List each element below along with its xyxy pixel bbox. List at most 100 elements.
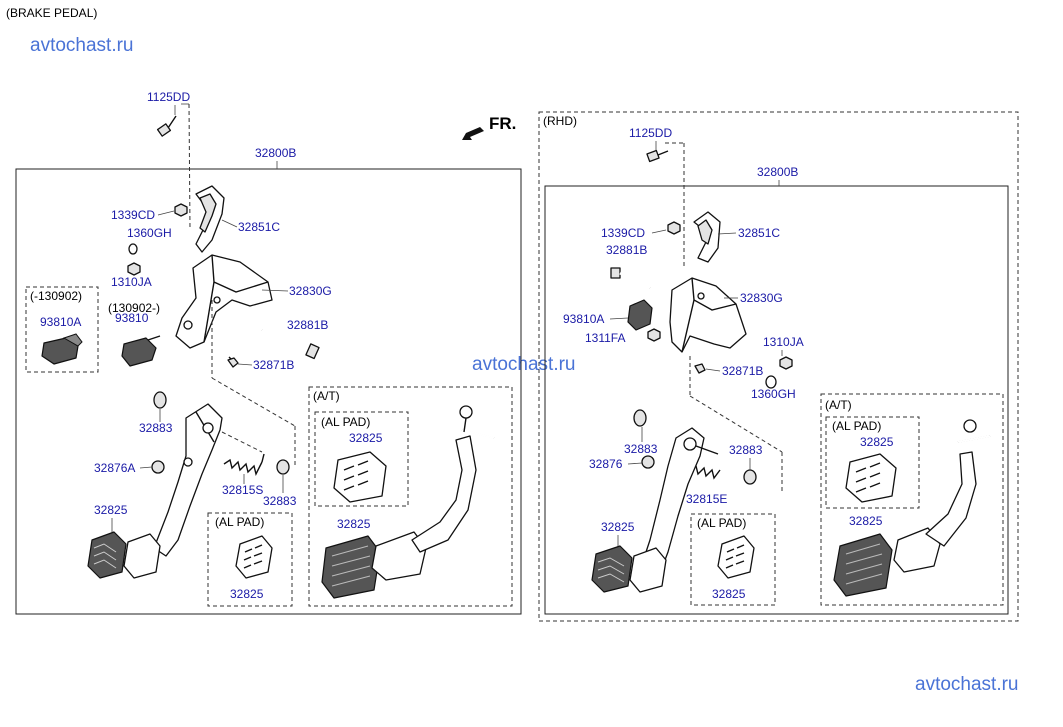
left-pedal-member-icon [175,254,273,349]
left-brake-pad-rubber-icon [87,531,127,579]
right-at-brake-pad-icon [833,533,893,597]
right-label-bolt-top: 1125DD [629,126,672,140]
left-stopper-1-icon [153,391,167,409]
front-direction-label: FR. [489,114,516,133]
left-label-stopper-1: 32883 [139,421,173,435]
left-label-pad-2: 32825 [230,587,264,601]
right-label-switch: 93810A [563,312,604,326]
left-at-label-pad-1: 32825 [349,431,383,445]
right-label-stopper-3: 32876 [589,457,623,471]
left-label-pivot-bolt: 32881B [287,318,328,332]
left-switch-new-part: 93810 [115,311,149,325]
right-small-bolt-icon [694,363,706,374]
left-at-brake-pad-icon [321,535,381,599]
left-nut-2-icon [127,262,141,276]
right-al-pad-title: (AL PAD) [697,516,746,530]
right-assembly-frame [544,185,1009,615]
left-label-small-bolt: 32871B [253,358,294,372]
right-nut-2-icon [647,328,661,342]
front-direction-arrow-icon [462,127,484,140]
left-stopper-2-icon [276,459,290,475]
left-label-spring: 32815S [222,483,263,497]
left-at-al-pad-icon [333,451,387,503]
right-label-pad-1: 32825 [601,520,635,534]
right-label-nut-1: 1339CD [601,226,645,240]
right-at-label-pad-1: 32825 [860,435,894,449]
right-label-nut-3: 1310JA [763,335,804,349]
right-assembly-number: 32800B [757,165,798,179]
left-small-bolt-icon [227,356,239,368]
right-label-stopper-1: 32883 [624,442,658,456]
left-switch-new-date: (130902-) [108,301,160,315]
right-label-pivot-bolt: 32881B [606,243,647,257]
watermark-top: avtochast.ru [30,35,134,56]
left-switch-new-icon [121,335,161,367]
right-label-nut-2: 1311FA [585,331,625,345]
left-at-label-pad-2: 32825 [337,517,371,531]
left-nut-1-icon [174,203,188,217]
watermark-center: avtochast.ru [472,354,576,375]
left-bolt-top-icon [156,115,177,137]
right-brake-pad-rubber-icon [591,545,633,593]
right-bracket-icon [693,211,721,263]
right-rhd-title: (RHD) [543,114,577,128]
diagram-title: (BRAKE PEDAL) [6,6,97,20]
right-pivot-bolt-icon [610,267,651,290]
right-return-spring-icon [689,464,721,480]
right-pedal-member-icon [669,277,747,353]
right-at-title: (A/T) [825,398,852,412]
right-label-small-bolt: 32871B [722,364,763,378]
left-label-nut-1: 1339CD [111,208,155,222]
left-washer-icon [128,243,138,255]
left-at-title: (A/T) [313,389,340,403]
right-label-pad-2: 32825 [712,587,746,601]
right-nut-3-icon [779,356,793,370]
left-pivot-bolt-icon [261,328,320,360]
left-return-spring-icon [223,453,265,477]
right-nut-1-icon [667,221,681,235]
right-at-pedal-arm-icon [893,419,991,573]
right-stopper-2-icon [743,469,757,485]
left-at-al-pad-title: (AL PAD) [321,415,370,429]
left-switch-old-icon [41,333,83,365]
left-label-stopper-2: 32883 [263,494,297,508]
left-at-pedal-arm-icon [371,405,495,581]
left-al-pad-icon [235,535,273,579]
left-al-pad-box [207,512,293,607]
right-at-label-pad-2: 32825 [849,514,883,528]
left-label-bracket: 32851C [238,220,280,234]
left-assembly-frame [15,168,522,615]
right-label-bracket: 32851C [738,226,780,240]
right-at-al-pad-title: (AL PAD) [832,419,881,433]
right-label-stopper-2: 32883 [729,443,763,457]
right-switch-icon [627,299,653,331]
left-stopper-3-icon [151,460,165,474]
right-at-al-pad-box [825,416,920,509]
right-rhd-frame [538,111,1019,622]
right-stopper-3-icon [641,455,655,469]
right-washer-icon [765,375,777,389]
left-assembly-number: 32800B [255,146,296,160]
right-brake-pedal-plate-icon [629,547,667,593]
left-al-pad-title: (AL PAD) [215,515,264,529]
left-at-al-pad-box [314,411,409,507]
right-at-al-pad-icon [845,453,897,503]
left-label-washer: 1360GH [127,226,172,240]
left-at-box [308,386,513,607]
left-switch-old-date: (-130902) [30,289,82,303]
right-al-pad-box [690,513,776,606]
right-bolt-top-icon [646,149,669,163]
right-label-washer: 1360GH [751,387,796,401]
left-label-stopper-3: 32876A [94,461,135,475]
left-bracket-icon [195,185,225,253]
left-label-pad-1: 32825 [94,503,128,517]
watermark-bottom: avtochast.ru [915,674,1019,695]
left-label-nut-2: 1310JA [111,275,152,289]
right-label-spring: 32815E [686,492,727,506]
right-label-member: 32830G [740,291,783,305]
left-label-member: 32830G [289,284,332,298]
left-label-bolt-top: 1125DD [147,90,190,104]
right-at-box [820,393,1004,606]
left-brake-pedal-arm-icon [153,403,223,557]
